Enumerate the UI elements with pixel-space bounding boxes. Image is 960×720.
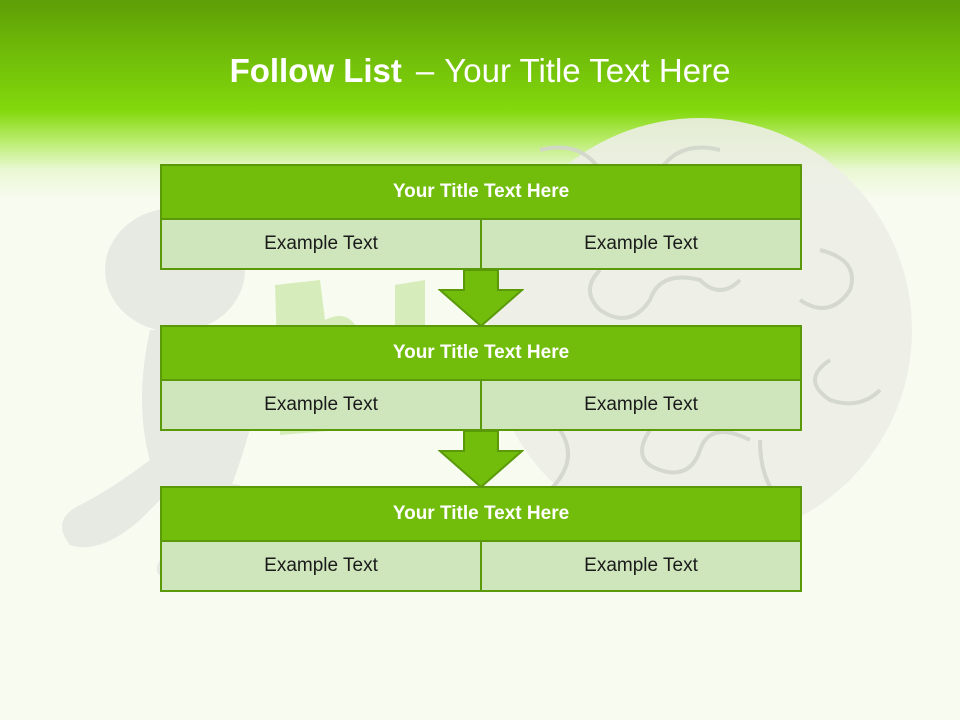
step-cell-left: Example Text (160, 220, 482, 270)
down-arrow-icon (438, 431, 524, 489)
page-title: Follow List–Your Title Text Here (0, 52, 960, 90)
step-title: Your Title Text Here (160, 164, 802, 220)
title-bold-part: Follow List (229, 52, 402, 89)
step-cell-right: Example Text (482, 381, 802, 431)
step-row: Example Text Example Text (160, 542, 802, 592)
step-title: Your Title Text Here (160, 325, 802, 381)
step-block-2: Your Title Text Here Example Text Exampl… (160, 325, 802, 431)
step-title: Your Title Text Here (160, 486, 802, 542)
step-cell-left: Example Text (160, 381, 482, 431)
title-separator: – (415, 52, 435, 89)
step-cell-left: Example Text (160, 542, 482, 592)
step-cell-right: Example Text (482, 542, 802, 592)
down-arrow-icon (438, 270, 524, 328)
step-row: Example Text Example Text (160, 220, 802, 270)
step-block-3: Your Title Text Here Example Text Exampl… (160, 486, 802, 592)
title-subtitle-part: Your Title Text Here (444, 52, 731, 89)
step-block-1: Your Title Text Here Example Text Exampl… (160, 164, 802, 270)
step-row: Example Text Example Text (160, 381, 802, 431)
step-cell-right: Example Text (482, 220, 802, 270)
